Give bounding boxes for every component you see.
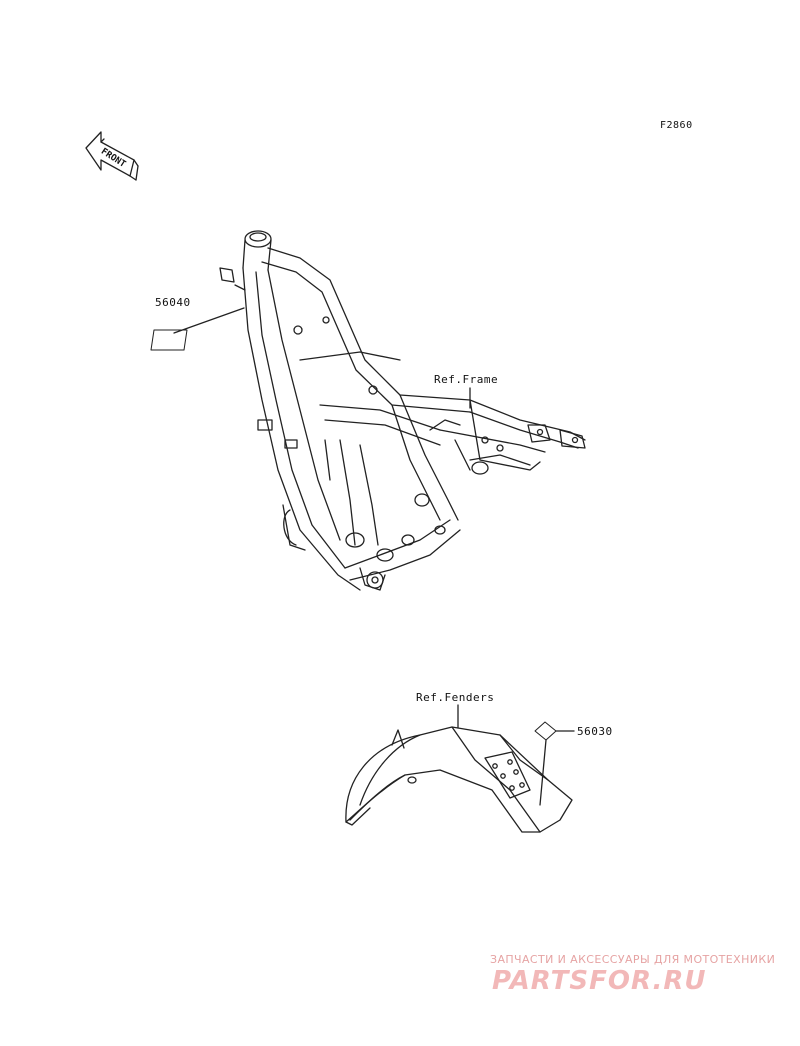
leader-56030 <box>539 739 547 806</box>
label-decal-56030 <box>534 721 557 741</box>
ref-frame-label: Ref.Frame <box>434 373 499 386</box>
watermark-tagline: ЗАПЧАСТИ И АКСЕССУАРЫ ДЛЯ МОТОТЕХНИКИ <box>490 953 776 966</box>
ref-fenders-label: Ref.Fenders <box>416 691 495 704</box>
part-number-56030: 56030 <box>577 725 613 738</box>
frame-drawing <box>219 230 586 591</box>
fender-drawing <box>345 726 573 833</box>
front-arrow-icon <box>85 131 139 181</box>
label-decal-56040 <box>150 329 188 351</box>
figure-code: F2860 <box>660 120 693 131</box>
part-number-56040: 56040 <box>155 296 191 309</box>
leader-56040 <box>173 307 245 334</box>
watermark-logo: PARTSFOR.RU <box>492 966 707 996</box>
